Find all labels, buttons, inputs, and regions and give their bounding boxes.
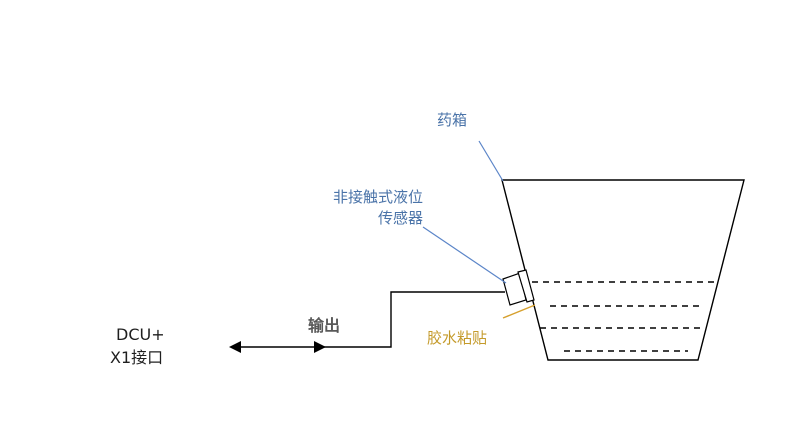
- glue-leader: [502, 304, 536, 319]
- sensor-label-line1: 非接触式液位: [332, 188, 423, 206]
- tank-leader: [478, 140, 504, 182]
- arrow-right-head: [314, 341, 326, 353]
- sensor-label-line2: 传感器: [377, 209, 423, 227]
- tank-label: 药箱: [437, 111, 468, 129]
- sensor-cable: [232, 291, 505, 348]
- glue-label: 胶水粘贴: [427, 329, 488, 347]
- connector-label-line2: X1接口: [110, 348, 164, 367]
- tank-outline: [501, 179, 745, 361]
- arrow-left-head: [229, 341, 241, 353]
- connector-label-line1: DCU+: [116, 325, 165, 344]
- output-label: 输出: [308, 316, 341, 335]
- sensor-leader: [422, 226, 507, 284]
- liquid-level-sensor: [502, 269, 535, 306]
